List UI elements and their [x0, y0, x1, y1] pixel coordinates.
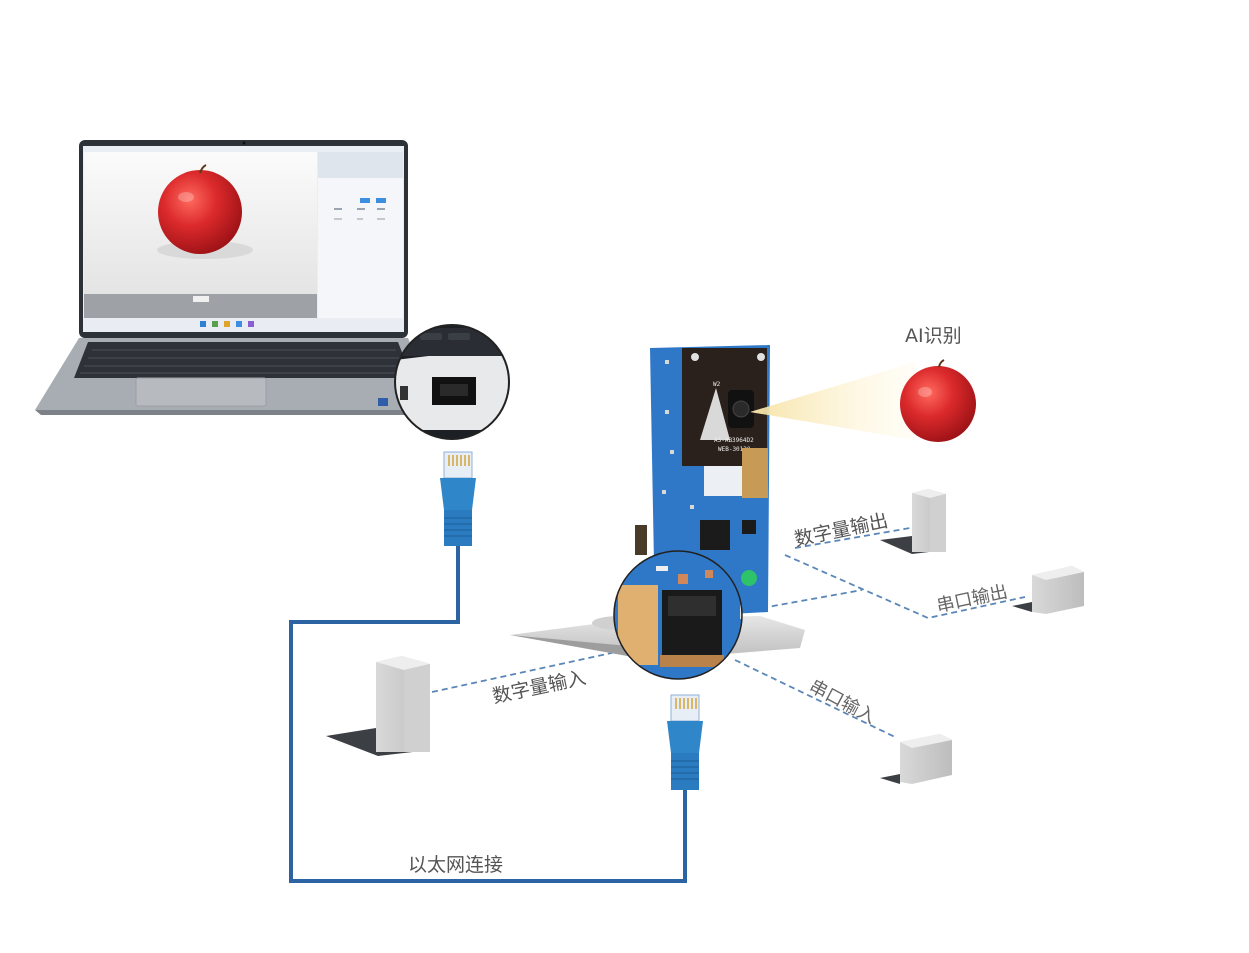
laptop-panel-button-1	[360, 198, 370, 203]
pcb-marking: W2	[713, 381, 721, 388]
serial-output-device	[1012, 566, 1084, 614]
label-serial-input: 串口输入	[806, 676, 879, 728]
digital-input-device	[326, 656, 430, 756]
rj45-plug-laptop	[440, 451, 476, 546]
laptop-touchpad	[135, 377, 267, 407]
laptop	[35, 140, 438, 415]
status-led	[741, 570, 757, 586]
laptop-taskbar	[84, 318, 403, 331]
laptop-apple-image	[158, 170, 242, 254]
pcb-code-2: WEB-30130	[718, 446, 751, 453]
signal-lines	[431, 527, 1026, 738]
label-serial-output: 串口输出	[935, 581, 1010, 617]
label-digital-input: 数字量输入	[490, 667, 588, 708]
ethernet-cable	[289, 545, 687, 883]
laptop-screen-button	[193, 296, 209, 302]
laptop-side-panel	[318, 152, 403, 318]
connector-zoom	[613, 550, 743, 680]
target-apple	[900, 359, 976, 442]
laptop-panel-button-2	[376, 198, 386, 203]
pcb-code-1: AS-AB3964D2	[714, 437, 754, 444]
label-digital-output: 数字量输出	[792, 510, 890, 551]
rj45-plug-module	[667, 694, 703, 790]
serial-input-device	[880, 734, 952, 784]
digital-output-device	[880, 489, 946, 554]
laptop-port-zoom	[394, 324, 510, 440]
camera-beam	[750, 362, 915, 440]
label-ai-recognition: AI识别	[905, 325, 962, 347]
label-ethernet: 以太网连接	[408, 854, 503, 876]
